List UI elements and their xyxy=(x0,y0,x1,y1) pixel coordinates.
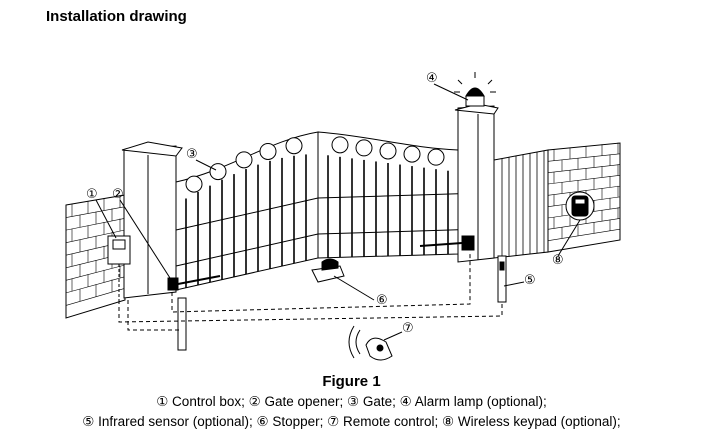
stopper-icon xyxy=(311,258,345,283)
remote-control-icon xyxy=(348,325,393,361)
infrared-sensor-right xyxy=(497,255,507,303)
pillar-left xyxy=(121,141,183,299)
callout-1: ① xyxy=(86,187,98,202)
figure-caption-line-2: ⑤ Infrared sensor (optional); ⑥ Stopper;… xyxy=(82,414,621,429)
pedestrian-gate xyxy=(493,149,549,259)
pillar-right xyxy=(454,103,499,263)
callout-2: ② xyxy=(112,187,124,202)
callout-6: ⑥ xyxy=(376,293,388,308)
installation-diagram: ① ② ③ ④ ⑤ ⑥ ⑦ ⑧ xyxy=(65,71,621,361)
wiring-lines xyxy=(118,254,503,331)
gate-right-leaf xyxy=(317,131,459,259)
page-title: Installation drawing xyxy=(46,8,187,25)
callout-8: ⑧ xyxy=(552,253,564,268)
gate-left-leaf xyxy=(175,131,319,291)
alarm-lamp-icon xyxy=(454,72,496,107)
callout-7: ⑦ xyxy=(402,321,414,336)
callout-4: ④ xyxy=(426,71,438,86)
gate-opener-left xyxy=(167,275,221,291)
callout-3: ③ xyxy=(186,147,198,162)
callout-5: ⑤ xyxy=(524,273,536,288)
control-box-icon xyxy=(107,235,131,300)
infrared-sensor-left xyxy=(177,297,187,351)
leader-lines xyxy=(95,83,581,341)
wireless-keypad-icon xyxy=(565,191,595,221)
brick-wall-left xyxy=(65,194,126,319)
figure-caption-line-1: ① Control box; ② Gate opener; ③ Gate; ④ … xyxy=(156,394,547,409)
gate-opener-right xyxy=(419,235,475,251)
figure-label: Figure 1 xyxy=(322,373,381,390)
